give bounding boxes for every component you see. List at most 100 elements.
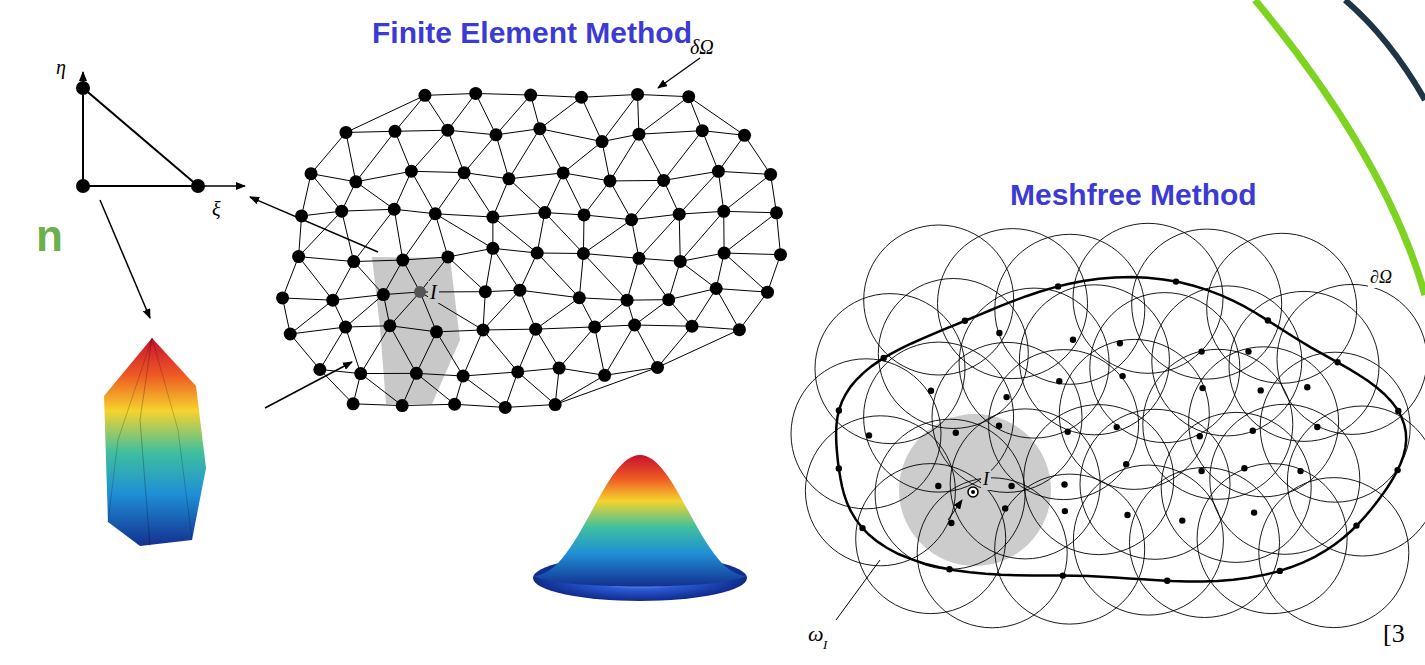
- mesh-node: [502, 172, 515, 185]
- mesh-edge: [342, 209, 395, 211]
- mesh-node: [662, 293, 675, 306]
- mesh-node: [549, 398, 562, 411]
- mesh-edge: [536, 327, 595, 329]
- mesh-node: [458, 166, 471, 179]
- mesh-node: [76, 81, 90, 95]
- mesh-node: [531, 247, 544, 260]
- mesh-edge: [664, 171, 719, 180]
- support-circle: [1260, 352, 1410, 502]
- particle: [1117, 340, 1123, 346]
- mesh-edge: [583, 254, 639, 259]
- mesh-edge: [724, 174, 771, 211]
- mesh-edge: [627, 258, 639, 300]
- particle: [1265, 317, 1271, 323]
- mesh-edge: [739, 292, 767, 330]
- mesh-edge: [716, 289, 767, 293]
- facet-edge: [108, 338, 152, 522]
- section-title: Finite Element Method: [372, 16, 692, 49]
- mesh-node: [489, 128, 502, 141]
- mesh-node: [774, 248, 787, 261]
- mesh-edge: [464, 173, 493, 217]
- mesh-node: [326, 294, 339, 307]
- support-patch: [372, 257, 460, 404]
- support-circle: [1019, 285, 1169, 435]
- mesh-node: [674, 255, 687, 268]
- particle: [1251, 509, 1257, 515]
- support-circle: [917, 478, 1067, 628]
- boundary-label: δΩ: [690, 36, 714, 58]
- mesh-edge: [455, 404, 506, 407]
- particle: [962, 318, 968, 324]
- mesh-edge: [416, 373, 463, 376]
- particle: [996, 423, 1002, 429]
- mesh-edge: [493, 248, 520, 290]
- mesh-node: [717, 205, 730, 218]
- mesh-edge: [581, 94, 637, 97]
- particle: [1056, 378, 1062, 384]
- mesh-edge: [448, 248, 493, 257]
- mesh-edge: [354, 260, 403, 262]
- mesh-node: [347, 397, 360, 410]
- mesh-node: [529, 323, 542, 336]
- mesh-edge: [610, 134, 639, 181]
- mesh-node: [651, 361, 664, 374]
- mesh-node: [632, 128, 645, 141]
- mesh-node: [339, 126, 352, 139]
- support-circle: [856, 464, 1006, 614]
- mesh-edge: [483, 329, 536, 331]
- mesh-edge: [290, 334, 320, 370]
- leader-arrow: [948, 500, 962, 520]
- mesh-node: [76, 179, 90, 193]
- mesh-edge: [476, 93, 496, 134]
- mesh-node: [295, 209, 308, 222]
- particle: [953, 430, 959, 436]
- particle: [1199, 385, 1205, 391]
- mesh-edge: [679, 211, 724, 214]
- pointer-arrow: [250, 197, 378, 252]
- mesh-node: [313, 363, 326, 376]
- particle: [1258, 387, 1264, 393]
- mesh-node: [718, 247, 731, 260]
- particle: [1123, 461, 1129, 467]
- support-circle: [878, 279, 1028, 429]
- mesh-node: [588, 320, 601, 333]
- mesh-edge: [299, 257, 333, 301]
- mesh-edge: [540, 97, 582, 128]
- particle: [1002, 505, 1008, 511]
- mesh-node: [305, 167, 318, 180]
- mesh-edge: [563, 173, 610, 181]
- mesh-edge: [425, 93, 476, 95]
- citation-number: [3: [1383, 620, 1405, 649]
- support-circle: [1277, 284, 1425, 434]
- mesh-edge: [436, 332, 463, 376]
- mesh-node: [486, 211, 499, 224]
- support-circle: [989, 350, 1139, 500]
- mesh-edge: [395, 95, 425, 131]
- mesh-edge: [639, 131, 702, 135]
- mesh-edge: [320, 327, 346, 369]
- particle: [1297, 468, 1303, 474]
- mesh-node: [441, 250, 454, 263]
- mesh-node: [621, 294, 634, 307]
- mesh-node: [418, 89, 431, 102]
- particle: [1062, 508, 1068, 514]
- mesh-edge: [518, 329, 536, 372]
- mesh-edge: [531, 95, 582, 97]
- mesh-edge: [283, 298, 333, 300]
- fem-mesh: [276, 87, 787, 414]
- mesh-edge: [496, 95, 531, 135]
- particle: [836, 407, 842, 413]
- support-circle: [1259, 478, 1409, 628]
- particle: [1065, 429, 1071, 435]
- pointer-arrow: [100, 200, 150, 318]
- reference-triangle: [83, 88, 198, 186]
- mesh-edge: [536, 298, 580, 329]
- mesh-edge: [345, 326, 389, 327]
- mesh-node: [632, 252, 645, 265]
- mesh-edge: [411, 171, 435, 214]
- particle: [948, 520, 954, 526]
- mesh-edge: [353, 404, 402, 406]
- mesh-edge: [610, 180, 664, 182]
- mesh-edge: [416, 373, 454, 404]
- mesh-node: [596, 135, 609, 148]
